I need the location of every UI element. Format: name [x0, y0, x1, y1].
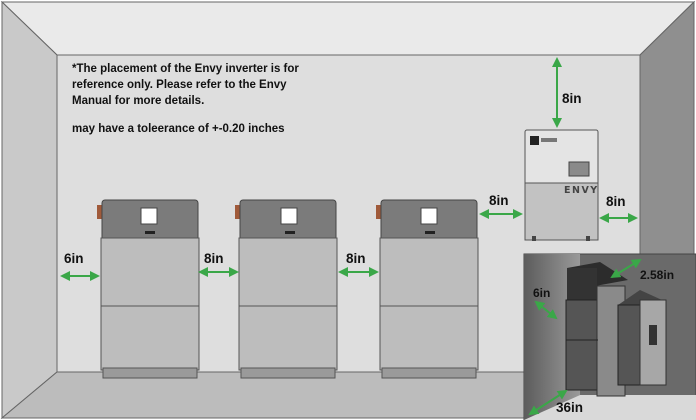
label-gap-1: 8in [204, 251, 224, 266]
label-inverter-right: 8in [606, 194, 626, 209]
tolerance-note: may have a toleerance of +-0.20 inches [72, 123, 285, 135]
label-left-wall: 6in [64, 251, 84, 266]
label-inset-side: 6in [533, 286, 551, 300]
arrow-inset-top-depth [610, 258, 642, 279]
left-wall [1, 0, 58, 420]
label-inverter-top: 8in [562, 91, 582, 106]
label-inset-top-depth: 2.58in [640, 268, 675, 282]
label-battery-to-inverter: 8in [489, 193, 509, 208]
arrow-inset-floor [528, 389, 568, 416]
battery-unit-2 [235, 199, 338, 379]
placement-note: *The placement of the Envy inverter is f… [72, 63, 299, 107]
label-gap-2: 8in [346, 251, 366, 266]
label-inset-floor: 36in [556, 400, 584, 415]
battery-unit-1 [97, 199, 200, 379]
ceiling [0, 1, 696, 56]
envy-inverter [524, 129, 599, 241]
battery-unit-3 [376, 199, 479, 379]
inverter-brand-label: ENVY [564, 185, 599, 196]
arrow-inset-side [534, 300, 558, 320]
